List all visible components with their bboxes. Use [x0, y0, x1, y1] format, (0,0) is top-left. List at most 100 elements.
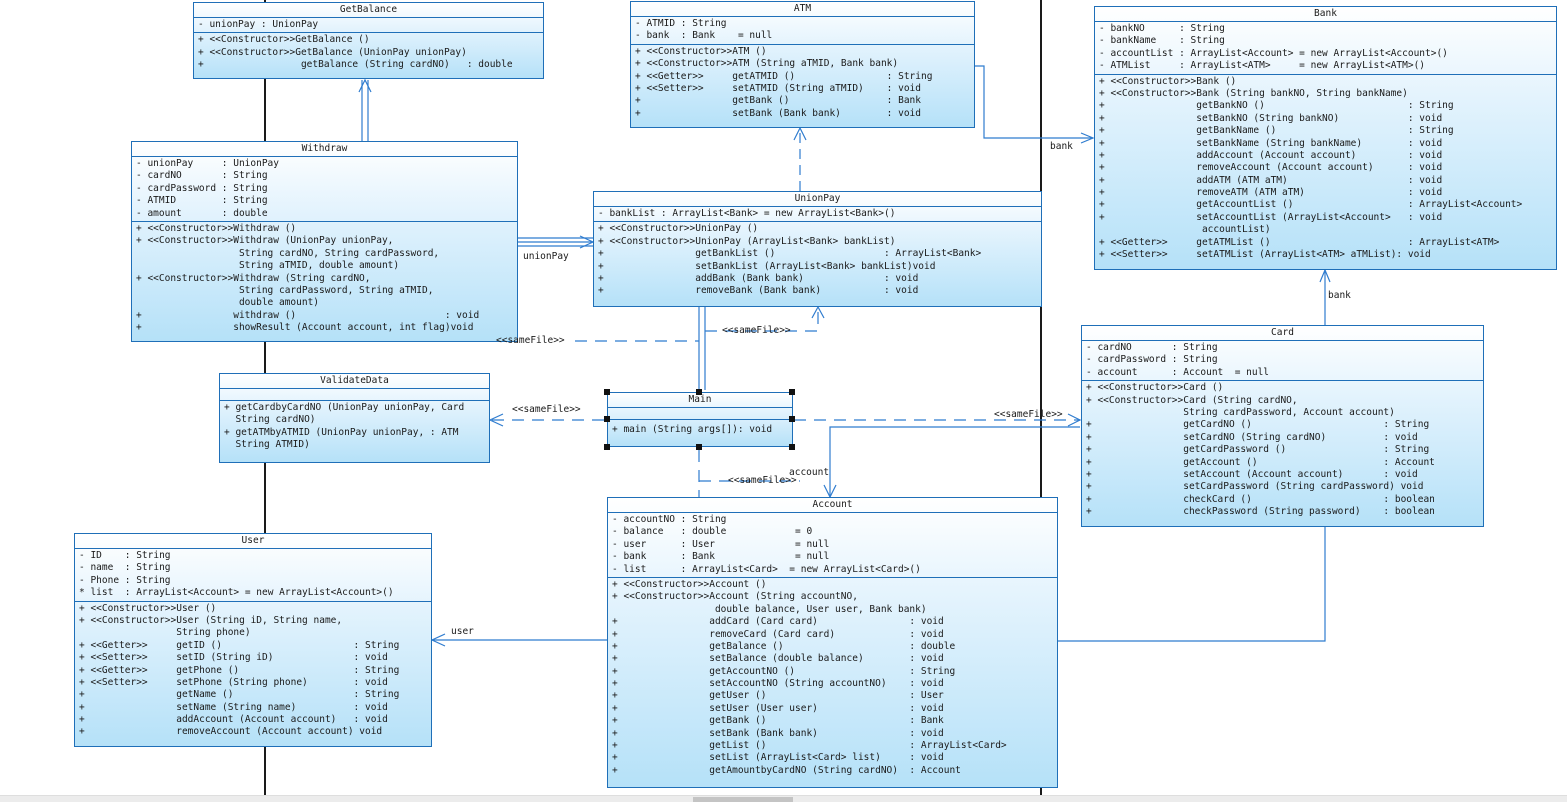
connector-card-account: [829, 426, 1080, 497]
attribute-row: - list : ArrayList<Card> = new ArrayList…: [612, 563, 921, 575]
operations-section: + <<Constructor>>Bank () + <<Constructor…: [1095, 75, 1556, 263]
connector-card-account-bottom: [1058, 527, 1326, 642]
connector-withdraw-unionpay: [518, 237, 593, 247]
operation-row: + <<Constructor>>UnionPay (ArrayList<Ban…: [598, 235, 896, 247]
operation-row: + addBank (Bank bank) : void: [598, 272, 919, 284]
operation-row: + setBankList (ArrayList<Bank> bankList)…: [598, 260, 936, 272]
attributes-section: - ID : String - name : String - Phone : …: [75, 549, 431, 602]
operation-row: + addATM (ATM aTM) : void: [1099, 174, 1443, 186]
operation-row: + <<Constructor>>Bank (): [1099, 75, 1237, 87]
attribute-row: - cardPassword : String: [136, 182, 268, 194]
class-name: GetBalance: [194, 3, 543, 18]
attribute-row: - cardNO : String: [136, 170, 268, 182]
operation-row: + getName () : String: [79, 689, 400, 701]
selection-handle[interactable]: [604, 416, 610, 422]
operation-row: + withdraw () : void: [136, 309, 480, 321]
connector-withdraw-getbalance: [361, 80, 369, 141]
class-name: Account: [608, 498, 1057, 513]
scrollbar-thumb[interactable]: [693, 797, 793, 802]
class-unionpay[interactable]: UnionPay - bankList : ArrayList<Bank> = …: [593, 191, 1042, 307]
operation-row: + <<Constructor>>Withdraw (UnionPay unio…: [136, 235, 394, 247]
selection-handle[interactable]: [604, 389, 610, 395]
operation-row: + setName (String name) : void: [79, 701, 388, 713]
operation-row: + removeAccount (Account account) : void: [1099, 162, 1443, 174]
selection-handle[interactable]: [789, 444, 795, 450]
selection-handle[interactable]: [789, 416, 795, 422]
selection-handle[interactable]: [604, 444, 610, 450]
arrowhead: [811, 305, 825, 319]
selection-handle[interactable]: [696, 389, 702, 395]
operation-row: + setAccountList (ArrayList<Account> : v…: [1099, 211, 1443, 223]
operation-row: + setBank (Bank bank) : void: [612, 727, 944, 739]
arrowhead: [1067, 413, 1082, 427]
arrowhead: [358, 78, 372, 93]
operation-row: + removeAccount (Account account) void: [79, 726, 383, 738]
class-account[interactable]: Account - accountNO : String - balance :…: [607, 497, 1058, 788]
attributes-section: [220, 389, 489, 401]
horizontal-scrollbar[interactable]: [0, 795, 1567, 802]
class-atm[interactable]: ATM - ATMID : String - bank : Bank = nul…: [630, 1, 975, 128]
operation-row: + <<Constructor>>UnionPay (): [598, 223, 759, 235]
selection-handle[interactable]: [696, 444, 702, 450]
attribute-row: - cardPassword : String: [1086, 354, 1218, 366]
class-bank[interactable]: Bank - bankNO : String - bankName : Stri…: [1094, 6, 1557, 270]
operation-row: + setBank (Bank bank) : void: [635, 107, 921, 119]
attribute-row: - ATMID : String: [635, 18, 727, 29]
operation-row: + <<Setter>> setID (String iD) : void: [79, 652, 388, 664]
operations-section: + <<Constructor>>Withdraw () + <<Constru…: [132, 222, 517, 336]
selection-handle[interactable]: [789, 389, 795, 395]
operation-row: + <<Getter>> getATMID () : String: [635, 70, 933, 82]
operation-row: + <<Constructor>>Card (String cardNO,: [1086, 394, 1298, 406]
attribute-row: - accountNO : String: [612, 514, 727, 525]
operations-section: + <<Constructor>>Card () + <<Constructor…: [1082, 381, 1483, 519]
attributes-section: - ATMID : String - bank : Bank = null: [631, 17, 974, 45]
operation-row: + <<Constructor>>GetBalance (): [198, 34, 370, 46]
label-user: user: [451, 626, 474, 637]
attribute-row: - accountList : ArrayList<Account> = new…: [1099, 47, 1448, 59]
operations-section: + <<Constructor>>ATM () + <<Constructor>…: [631, 45, 974, 121]
operation-row: + setAccount (Account account) : void: [1086, 468, 1418, 480]
label-unionpay: unionPay: [523, 251, 569, 262]
operation-row: + <<Getter>> getID () : String: [79, 639, 400, 651]
class-name: User: [75, 534, 431, 549]
operation-row: accountList): [1099, 224, 1271, 236]
operation-row: + removeATM (ATM aTM) : void: [1099, 187, 1443, 199]
operation-row: + addAccount (Account account) : void: [1099, 149, 1443, 161]
operation-row: + getBank () : Bank: [612, 715, 944, 727]
operations-section: + <<Constructor>>User () + <<Constructor…: [75, 602, 431, 740]
operation-row: + <<Constructor>>Account (String account…: [612, 591, 858, 603]
connector-main-account: [698, 450, 800, 497]
operation-row: + <<Constructor>>Withdraw (String cardNO…: [136, 272, 371, 284]
operation-row: + <<Setter>> setATMList (ArrayList<ATM> …: [1099, 249, 1431, 261]
class-card[interactable]: Card - cardNO : String - cardPassword : …: [1081, 325, 1484, 527]
class-getbalance[interactable]: GetBalance - unionPay : UnionPay + <<Con…: [193, 2, 544, 79]
operation-row: + addAccount (Account account) : void: [79, 714, 388, 726]
operation-row: + getCardNO () : String: [1086, 419, 1430, 431]
attributes-section: - cardNO : String - cardPassword : Strin…: [1082, 341, 1483, 382]
operation-row: + removeCard (Card card) : void: [612, 628, 944, 640]
attribute-row: - unionPay : UnionPay: [198, 19, 319, 30]
operation-row: + getBank () : Bank: [635, 95, 921, 107]
operation-row: double balance, User user, Bank bank): [612, 603, 927, 615]
attribute-row: - bankList : ArrayList<Bank> = new Array…: [598, 208, 896, 219]
class-name: UnionPay: [594, 192, 1041, 207]
class-user[interactable]: User - ID : String - name : String - Pho…: [74, 533, 432, 747]
operation-row: + <<Setter>> setATMID (String aTMID) : v…: [635, 82, 921, 94]
attributes-section: - unionPay : UnionPay: [194, 18, 543, 34]
operation-row: + getCardPassword () : String: [1086, 444, 1430, 456]
vertical-guide-line: [1040, 0, 1042, 801]
operation-row: + getList () : ArrayList<Card>: [612, 740, 1007, 752]
operation-row: + checkCard () : boolean: [1086, 493, 1435, 505]
attribute-row: * list : ArrayList<Account> = new ArrayL…: [79, 587, 394, 599]
operation-row: + setUser (User user) : void: [612, 702, 944, 714]
label-samefile-withdraw: <<sameFile>>: [496, 335, 565, 346]
class-withdraw[interactable]: Withdraw - unionPay : UnionPay - cardNO …: [131, 141, 518, 342]
operation-row: + showResult (Account account, int flag)…: [136, 322, 474, 334]
class-name: Card: [1082, 326, 1483, 341]
operations-section: + getCardbyCardNO (UnionPay unionPay, Ca…: [220, 401, 489, 453]
class-main[interactable]: Main + main (String args[]): void: [607, 392, 793, 447]
class-validatedata[interactable]: ValidateData + getCardbyCardNO (UnionPay…: [219, 373, 490, 463]
operation-row: + <<Constructor>>GetBalance (UnionPay un…: [198, 46, 467, 58]
arrowhead: [430, 633, 446, 647]
attribute-row: - amount : double: [136, 207, 268, 219]
